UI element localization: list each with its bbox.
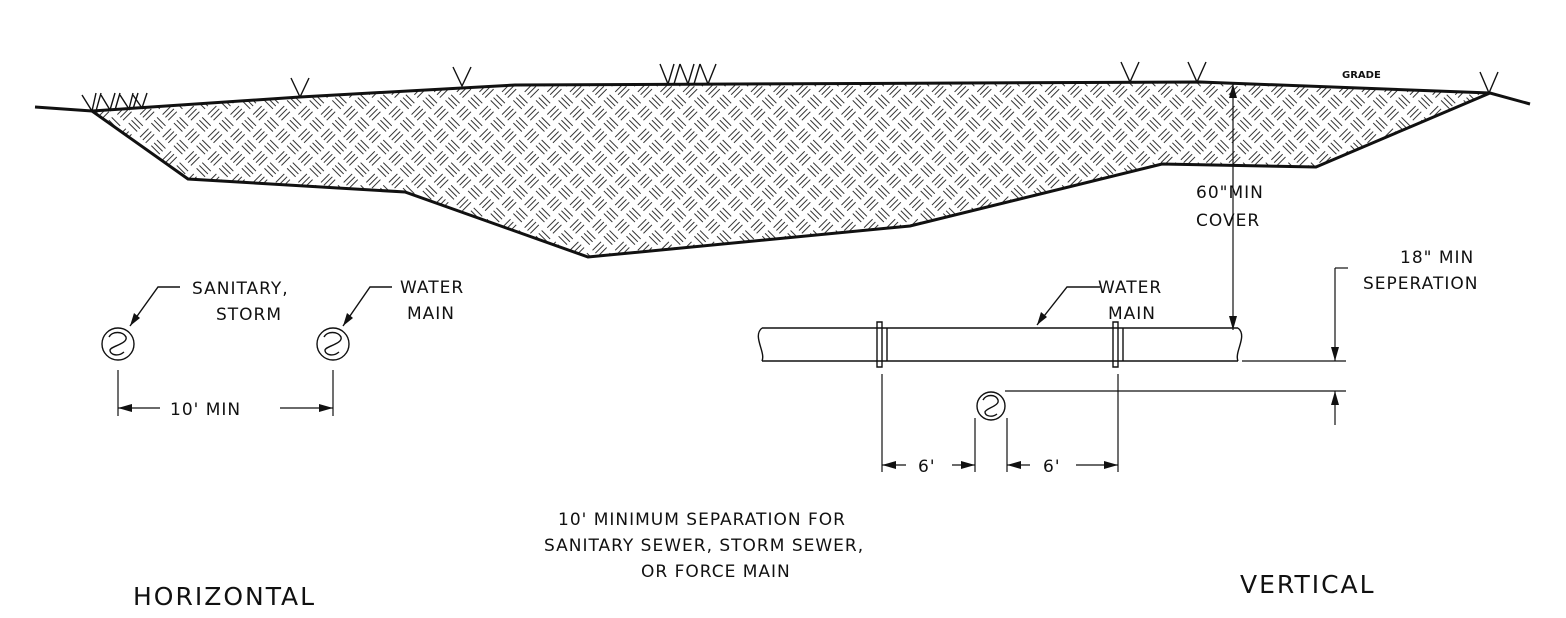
cover-label-line1: 60"MIN: [1196, 183, 1264, 203]
water-main-pipe: [757, 321, 1243, 368]
sewer-pipe-icon: [976, 390, 1346, 421]
six-foot-left-label: 6': [918, 457, 936, 477]
horiz-water-label-line1: WATER: [400, 278, 464, 298]
water-main-label-line1: WATER: [1098, 278, 1162, 298]
separation-label-line2: SEPERATION: [1363, 274, 1478, 294]
soil-cover-area: [34, 80, 1531, 259]
ten-foot-dimension: 10' MIN: [117, 370, 334, 420]
vertical-title: VERTICAL: [1240, 570, 1376, 599]
horizontal-water-pipe-icon: WATER MAIN: [316, 278, 464, 361]
note-line3: OR FORCE MAIN: [641, 562, 791, 582]
water-main-leader: WATER MAIN: [1036, 278, 1162, 326]
six-foot-right-label: 6': [1043, 457, 1061, 477]
horiz-sanitary-label-line2: STORM: [216, 305, 282, 325]
note-line2: SANITARY SEWER, STORM SEWER,: [544, 536, 864, 556]
horizontal-title: HORIZONTAL: [133, 582, 316, 611]
separation-note: 10' MINIMUM SEPARATION FOR SANITARY SEWE…: [544, 510, 864, 582]
six-foot-dimensions: 6' 6': [881, 374, 1119, 477]
ten-foot-label: 10' MIN: [170, 400, 241, 420]
horizontal-sanitary-pipe-icon: SANITARY, STORM: [101, 279, 289, 361]
water-main-label-line2: MAIN: [1108, 304, 1156, 324]
cover-dimension: 60"MIN COVER: [1196, 84, 1264, 330]
grade-label: GRADE: [1342, 70, 1381, 81]
separation-dimension: 18" MIN SEPERATION: [1242, 248, 1478, 425]
separation-label-line1: 18" MIN: [1400, 248, 1474, 268]
grass-icon: [81, 61, 1499, 113]
horiz-sanitary-label-line1: SANITARY,: [192, 279, 289, 299]
note-line1: 10' MINIMUM SEPARATION FOR: [558, 510, 846, 530]
horiz-water-label-line2: MAIN: [407, 304, 455, 324]
cover-label-line2: COVER: [1196, 211, 1260, 231]
